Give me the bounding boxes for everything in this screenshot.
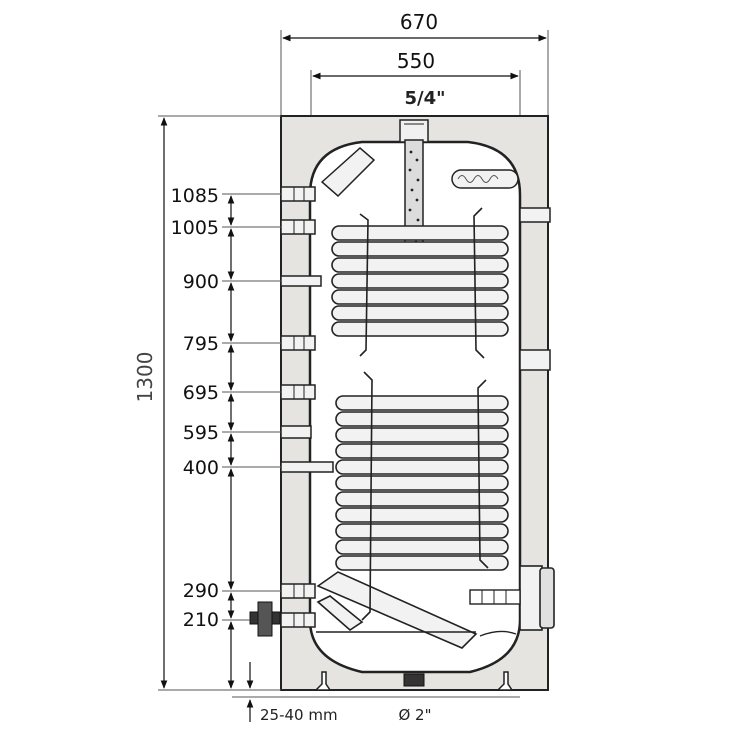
heater-element-hatch <box>481 590 507 604</box>
right-sensor-socket-lower <box>519 349 551 371</box>
connection-1005 <box>280 219 316 235</box>
heater-element <box>469 589 521 605</box>
total-height-label: 1300 <box>133 352 157 403</box>
thermometer-sleeve <box>451 169 519 189</box>
bottom-gap-label: 25-40 mm <box>260 706 338 724</box>
connection-595 <box>280 425 312 439</box>
connection-1085 <box>280 186 316 202</box>
connection-210 <box>280 612 316 628</box>
height-label-210: 210 <box>183 609 219 631</box>
upper-coil-supports <box>359 207 485 359</box>
bottom-drain-thread <box>479 630 517 637</box>
connection-795 <box>280 335 316 351</box>
tank-legs <box>314 671 514 691</box>
height-label-695: 695 <box>183 382 219 404</box>
height-label-1005: 1005 <box>171 217 219 239</box>
inner-width-label: 550 <box>397 49 435 73</box>
lower-coil-inlet-pipe <box>316 595 364 632</box>
hot-water-outlet-pipe <box>320 147 376 198</box>
height-label-1085: 1085 <box>171 185 219 207</box>
lower-coil-return-pipe <box>316 571 478 649</box>
upper-coil <box>331 225 509 337</box>
drain-size-label: Ø 2" <box>398 706 431 724</box>
lower-coil <box>335 395 509 571</box>
connection-695 <box>280 384 316 400</box>
bottom-drain-fitting <box>403 673 425 687</box>
connection-leader-lines <box>222 193 281 621</box>
outer-width-label: 670 <box>400 10 438 34</box>
height-label-290: 290 <box>183 580 219 602</box>
top-outlet-fitting <box>399 119 429 143</box>
heater-flange <box>519 565 543 631</box>
height-label-795: 795 <box>183 333 219 355</box>
cold-water-inlet-valve-body <box>257 601 273 637</box>
top-thread-label: 5/4" <box>404 88 445 109</box>
height-label-900: 900 <box>183 271 219 293</box>
height-label-400: 400 <box>183 457 219 479</box>
right-sensor-socket-upper <box>519 207 551 223</box>
connection-290 <box>280 583 316 599</box>
connection-hatching <box>293 187 305 627</box>
connection-900 <box>280 275 322 287</box>
height-label-595: 595 <box>183 422 219 444</box>
left-connections <box>280 186 334 628</box>
lower-coil-supports <box>361 371 489 621</box>
thermometer-thread <box>457 175 499 183</box>
heater-flange-cap <box>539 567 555 629</box>
connection-400 <box>280 461 334 473</box>
